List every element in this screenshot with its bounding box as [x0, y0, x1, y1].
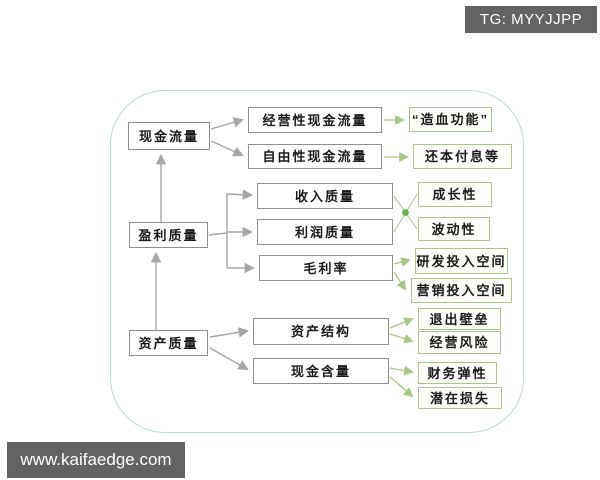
website-badge: www.kaifaedge.com [7, 442, 185, 478]
node-asset-structure: 资产结构 [253, 318, 389, 345]
node-cash-content: 现金含量 [253, 358, 389, 384]
node-operating-risk: 经营风险 [418, 331, 501, 354]
root-vertical-connectors [150, 153, 167, 330]
asset-structure-branch [389, 317, 414, 344]
node-operating-cash-flow: 经营性现金流量 [248, 107, 382, 133]
node-debt-service: 还本付息等 [413, 144, 512, 169]
cash-content-branch [389, 365, 414, 398]
node-volatility: 波动性 [418, 217, 490, 241]
telegram-badge: TG: MYYJJPP [465, 6, 597, 33]
node-blood-making-function: “造血功能” [409, 107, 492, 132]
node-profit-quality: 盈利质量 [129, 222, 208, 248]
node-potential-loss: 潜在损失 [418, 387, 502, 409]
cash-flow-leaf-arrows [384, 115, 409, 162]
diagram-frame [110, 90, 524, 433]
node-revenue-quality: 收入质量 [257, 183, 393, 209]
node-exit-barrier: 退出壁垒 [418, 308, 501, 330]
profit-quality-bracket [208, 189, 256, 274]
node-marketing-investment-space: 营销投入空间 [411, 278, 512, 303]
node-gross-margin: 毛利率 [259, 255, 393, 281]
node-rd-investment-space: 研发投入空间 [415, 248, 508, 274]
cash-flow-branch [210, 117, 245, 157]
gross-margin-branch [393, 257, 411, 291]
node-cash-flow: 现金流量 [128, 122, 210, 150]
node-financial-flexibility: 财务弹性 [418, 362, 497, 384]
junction-dot [402, 209, 409, 216]
node-asset-quality: 资产质量 [129, 330, 208, 356]
node-free-cash-flow: 自由性现金流量 [248, 144, 382, 169]
node-growth: 成长性 [418, 182, 492, 207]
asset-quality-branch [209, 327, 250, 371]
node-profit-quality-mid: 利润质量 [257, 219, 393, 245]
quality-cross-connector [393, 193, 418, 233]
